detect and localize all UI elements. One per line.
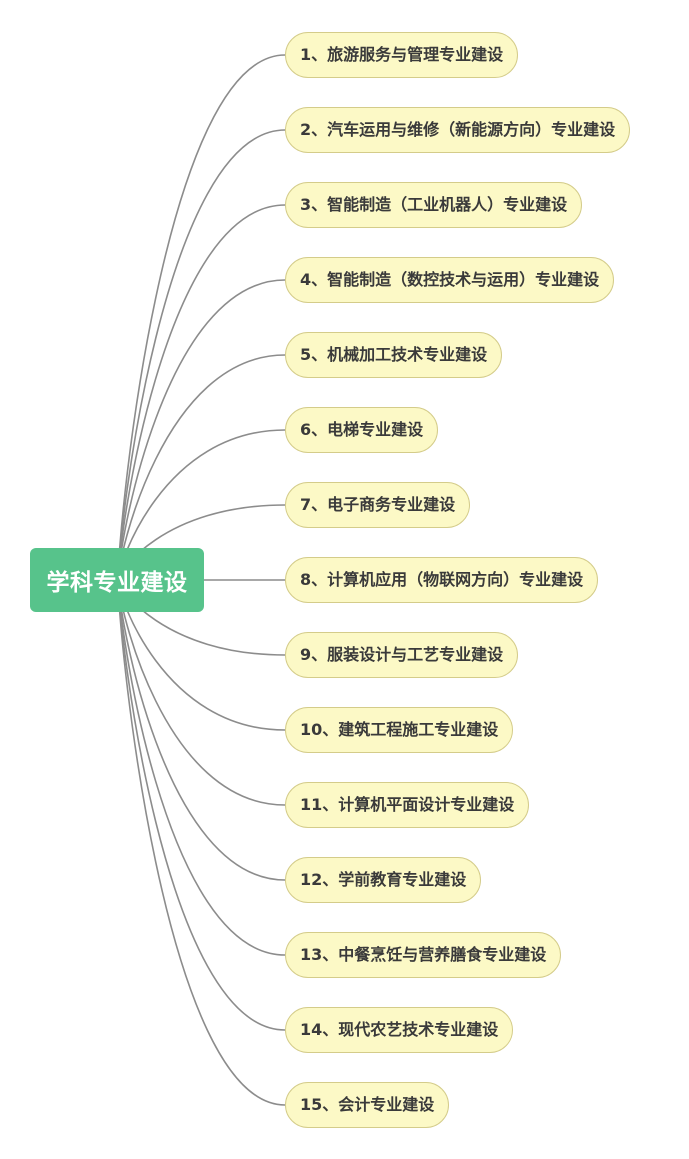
connector-12	[117, 579, 286, 881]
branch-topic-2[interactable]: 2、汽车运用与维修（新能源方向）专业建设	[285, 107, 631, 153]
branch-topic-13[interactable]: 13、中餐烹饪与营养膳食专业建设	[285, 932, 562, 978]
branch-topic-15[interactable]: 15、会计专业建设	[285, 1082, 450, 1128]
branch-topic-14[interactable]: 14、现代农艺技术专业建设	[285, 1007, 514, 1053]
branch-topic-7[interactable]: 7、电子商务专业建设	[285, 482, 471, 528]
branch-topic-12[interactable]: 12、学前教育专业建设	[285, 857, 482, 903]
connector-11	[117, 579, 286, 806]
branch-topic-1[interactable]: 1、旅游服务与管理专业建设	[285, 32, 519, 78]
connector-14	[117, 579, 286, 1031]
root-topic[interactable]: 学科专业建设	[30, 548, 204, 612]
branch-topic-10[interactable]: 10、建筑工程施工专业建设	[285, 707, 514, 753]
branch-topic-6[interactable]: 6、电梯专业建设	[285, 407, 439, 453]
connector-4	[117, 279, 286, 581]
branch-topic-9[interactable]: 9、服装设计与工艺专业建设	[285, 632, 519, 678]
branch-topic-5[interactable]: 5、机械加工技术专业建设	[285, 332, 503, 378]
branch-topic-3[interactable]: 3、智能制造（工业机器人）专业建设	[285, 182, 583, 228]
branch-topic-8[interactable]: 8、计算机应用（物联网方向）专业建设	[285, 557, 599, 603]
branch-topic-4[interactable]: 4、智能制造（数控技术与运用）专业建设	[285, 257, 615, 303]
branch-topic-11[interactable]: 11、计算机平面设计专业建设	[285, 782, 530, 828]
connector-15	[117, 579, 286, 1106]
connector-5	[117, 354, 286, 581]
connector-1	[117, 54, 286, 581]
connector-2	[117, 129, 286, 581]
